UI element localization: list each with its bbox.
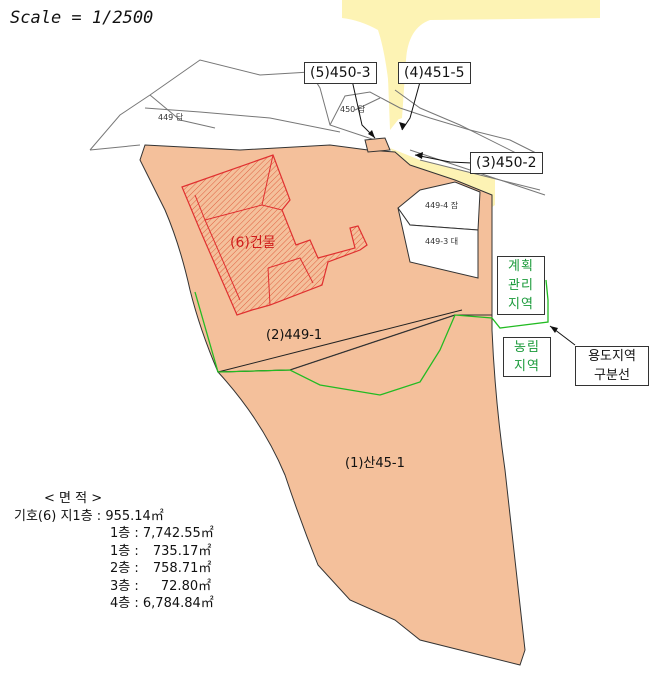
map-scale: Scale = 1/2500	[10, 8, 154, 28]
label-449-dap: 449 답	[158, 113, 184, 122]
area-row: 2층 : 758.71㎡	[14, 560, 214, 578]
building-inner-lines	[194, 154, 314, 306]
area-table: < 면 적 > 기호(6) 지1층 : 955.14㎡ 1층 : 7,742.5…	[14, 490, 214, 613]
road-strip-main	[342, 0, 600, 122]
building-label: (6)건물	[230, 235, 276, 251]
area-row-value: 6,784.84㎡	[142, 596, 214, 611]
zone-management-line-1: 계획	[508, 259, 534, 274]
callout-450-3: (5)450-3	[304, 62, 377, 84]
parcel-449-3	[397, 207, 479, 279]
zone-management-line-3: 지역	[508, 297, 534, 312]
area-row-value: 758.71㎡	[152, 561, 212, 576]
label-449-4: 449-4 잡	[425, 201, 459, 210]
area-header: < 면 적 >	[44, 491, 103, 506]
area-row-value: 72.80㎡	[160, 578, 212, 594]
zone-management: 계획 관리 지역	[497, 256, 545, 315]
callout-450-2: (3)450-2	[470, 152, 543, 174]
zone-agricultural: 농림 지역	[503, 337, 551, 377]
area-row-value: 955.14㎡	[105, 508, 164, 524]
label-449-3: 449-3 대	[425, 237, 459, 246]
parcel-450-3	[364, 137, 391, 153]
area-row-label: 기호(6) 지1층 :	[14, 508, 102, 524]
zone-agricultural-line-1: 농림	[514, 340, 540, 355]
callout-451-5: (4)451-5	[398, 62, 471, 84]
callout-arrowheads	[368, 122, 558, 333]
label-450-dap: 450 답	[340, 105, 366, 114]
zone-agricultural-line-2: 지역	[514, 359, 540, 374]
area-row: 기호(6) 지1층 : 955.14㎡	[14, 508, 214, 526]
legend-line-2: 구분선	[594, 368, 630, 383]
zone-boundary-line	[194, 279, 549, 396]
parcel-label-449-1: (2)449-1	[266, 328, 323, 343]
zone-boundary-legend: 용도지역 구분선	[575, 346, 649, 386]
area-row-label: 4층 :	[110, 596, 139, 611]
parcel-division-2	[217, 309, 463, 373]
area-row-value: 735.17㎡	[152, 543, 212, 559]
area-row: 4층 : 6,784.84㎡	[14, 595, 214, 613]
area-row-label: 1층 :	[110, 543, 139, 559]
area-row-value: 7,742.55㎡	[142, 526, 214, 541]
area-row: 3층 : 72.80㎡	[14, 578, 214, 596]
area-row-label: 1층 :	[110, 526, 139, 541]
zone-management-line-2: 관리	[508, 278, 534, 293]
parcel-label-45-1: (1)산45-1	[345, 456, 405, 471]
area-row-label: 2층 :	[110, 561, 139, 576]
area-row: 1층 : 735.17㎡	[14, 543, 214, 561]
parcel-45-1	[216, 314, 526, 666]
area-row: 1층 : 7,742.55㎡	[14, 525, 214, 543]
area-row-label: 3층 :	[110, 578, 139, 594]
legend-line-1: 용도지역	[588, 349, 636, 364]
